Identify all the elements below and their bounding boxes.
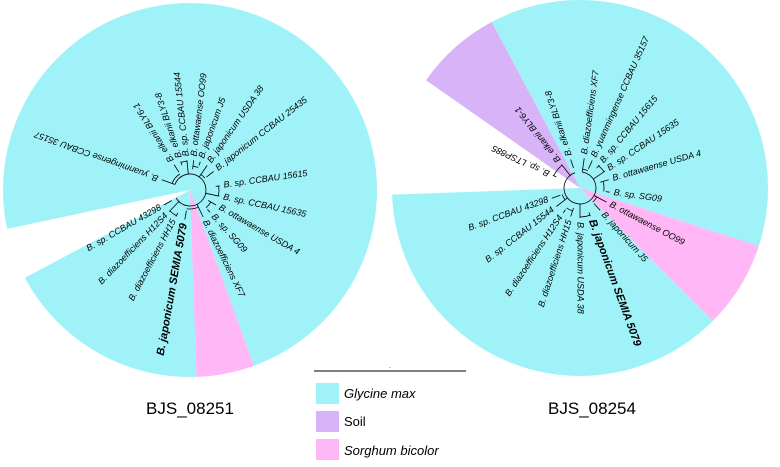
tree-branch [207, 209, 211, 213]
tree-branch [198, 161, 201, 166]
tree-branch [600, 179, 609, 183]
legend-label-sorghum-bicolor: Sorghum bicolor [344, 443, 439, 458]
soil-sector [426, 22, 580, 188]
legend-label-soil: Soil [344, 414, 366, 429]
tree-branch [171, 173, 181, 184]
tree-branch [556, 197, 568, 207]
legend: . Glycine max Soil Sorghum bicolor [314, 364, 466, 460]
glycine-max-sector [190, 80, 377, 366]
tree-branch [592, 196, 598, 203]
sorghum-bicolor-sector [190, 190, 254, 377]
tree-branch [161, 179, 176, 185]
tree-branch [602, 181, 605, 192]
tree-branch [552, 174, 557, 178]
sorghum-bicolor-sector [580, 188, 759, 321]
tree-branch [205, 192, 220, 197]
tree-label-left: BJS_08251 [146, 399, 234, 418]
glycine-max-sector [491, 0, 768, 247]
tree-branch [180, 161, 183, 166]
tree-branch [174, 173, 207, 207]
tree-branch [198, 165, 208, 178]
tree-branch [192, 165, 199, 168]
tree-branch [581, 158, 585, 173]
tree-branch [561, 164, 571, 176]
tree-branch [186, 206, 199, 210]
tree-label-right: BJS_08254 [548, 399, 636, 418]
legend-swatch-soil [316, 411, 339, 432]
tree-branch [588, 160, 593, 169]
tree-branch [566, 207, 573, 212]
legend-label-glycine-max: Glycine max [344, 386, 416, 401]
tree-branch [196, 204, 204, 218]
tree-branches [551, 158, 610, 218]
tree-branch [593, 195, 607, 203]
tree-branch [184, 210, 187, 220]
tree-branch [208, 200, 217, 206]
tree-branches [161, 160, 220, 220]
tree-branch [192, 160, 195, 170]
tree-branch [173, 164, 180, 173]
tree-branch [561, 194, 566, 200]
tree-branch [588, 212, 591, 217]
tree-branch [186, 160, 189, 175]
tree-branch [562, 209, 566, 214]
tree-branch [582, 168, 588, 172]
tree-branch [206, 171, 214, 178]
tree-branch [605, 191, 610, 193]
leaf-label: B. japonicum USDA 38 [576, 222, 586, 314]
legend-swatch-sorghum-bicolor [316, 439, 339, 460]
tree-branch [215, 185, 220, 187]
scale-label: . [389, 364, 391, 370]
tree-branch [163, 200, 172, 206]
tree-branch [205, 201, 212, 209]
tree-branch [200, 174, 206, 179]
tree-branch [570, 159, 574, 169]
tree-branch [551, 194, 561, 199]
glycine-max-sector [392, 188, 713, 376]
glycine-max-sector [3, 3, 342, 378]
legend-swatch-glycine-max [316, 383, 339, 404]
tree-branch [563, 171, 597, 205]
tree-branch [168, 201, 180, 212]
tree-branch [570, 207, 574, 217]
tree-branch [593, 170, 606, 180]
tree-branch [593, 203, 601, 211]
